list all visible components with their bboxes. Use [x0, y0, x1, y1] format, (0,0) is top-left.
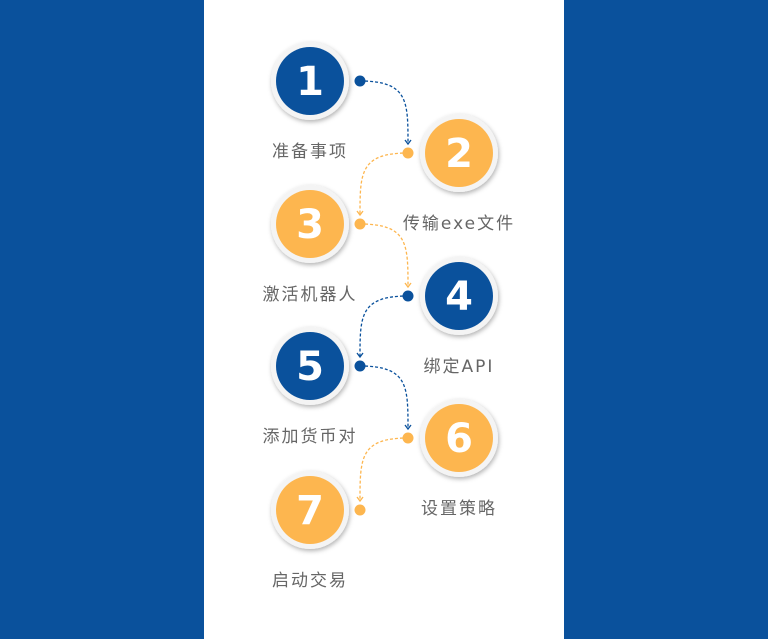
step-label: 传输exe文件: [402, 214, 516, 234]
arrow-head-icon: [404, 139, 412, 146]
step-label: 绑定API: [423, 357, 495, 377]
connector-line: [359, 152, 409, 216]
connector-dot: [354, 360, 366, 372]
connector-dot: [354, 504, 366, 516]
step-circle: [276, 47, 344, 115]
step-circle: [425, 262, 493, 330]
step-circle: [425, 119, 493, 187]
arrow-head-icon: [404, 424, 412, 431]
step-label: 激活机器人: [262, 285, 358, 305]
step-label: 设置策略: [421, 499, 497, 519]
arrow-head-icon: [356, 352, 364, 359]
step-number: 5: [296, 344, 324, 390]
connector-dot: [354, 218, 366, 230]
connector-dot: [402, 147, 414, 159]
step-number: 7: [296, 488, 324, 534]
step-label: 启动交易: [272, 571, 348, 591]
step-label: 准备事项: [272, 142, 348, 162]
connector-line: [359, 80, 409, 145]
connector-line: [359, 295, 409, 358]
step-circle: [276, 190, 344, 258]
step-circle: [425, 404, 493, 472]
step-circle: [276, 332, 344, 400]
connector-dot: [354, 75, 366, 87]
content-panel: [204, 0, 564, 639]
step-number: 2: [445, 131, 473, 177]
arrow-head-icon: [404, 282, 412, 289]
step-number: 1: [296, 59, 324, 105]
arrow-head-icon: [356, 210, 364, 217]
step-number: 6: [445, 416, 473, 462]
step-circle: [276, 476, 344, 544]
connector-dot: [402, 432, 414, 444]
step-number: 4: [445, 274, 473, 320]
connector-line: [359, 437, 409, 502]
connector-dot: [402, 290, 414, 302]
connector-line: [359, 365, 409, 430]
step-label: 添加货币对: [262, 427, 358, 447]
arrow-head-icon: [356, 496, 364, 503]
step-number: 3: [296, 202, 324, 248]
connector-line: [359, 223, 409, 288]
